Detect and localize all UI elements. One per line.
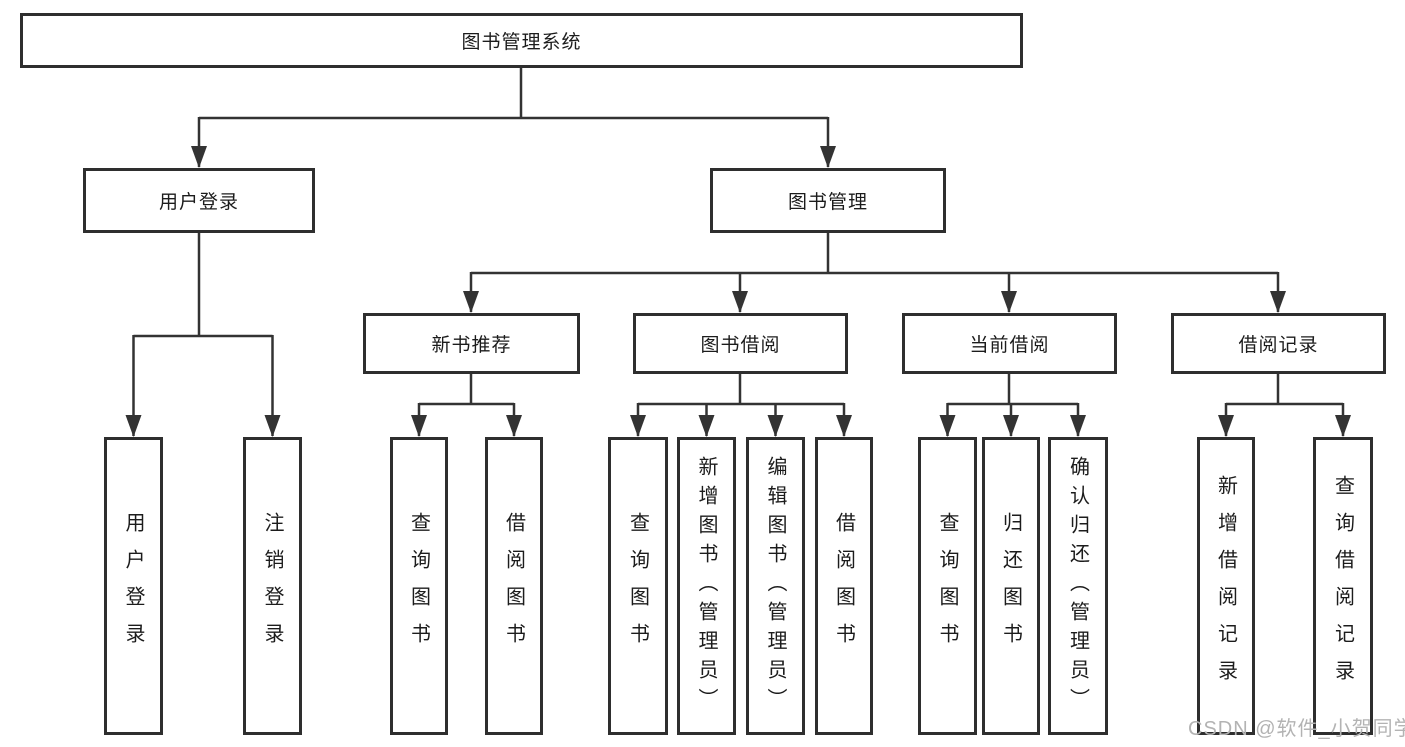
node-label: 图书管理: [787, 192, 868, 213]
leaf-return-books: 归还图书: [982, 437, 1040, 735]
leaf-borrow-books-borrow: 借阅图书: [815, 437, 873, 735]
node-book-management: 图书管理: [710, 168, 946, 233]
node-book-borrowing: 图书借阅: [633, 313, 848, 374]
leaf-label: 归还图书: [999, 512, 1022, 660]
node-label: 图书借阅: [700, 335, 781, 356]
leaf-label: 查询图书: [626, 512, 649, 660]
leaf-label: 借阅图书: [502, 512, 525, 660]
leaf-label: 编辑图书（管理员）: [764, 455, 786, 717]
node-borrowing-records: 借阅记录: [1171, 313, 1386, 374]
node-user-login: 用户登录: [83, 168, 315, 233]
connector-bookmgmt-bus: [471, 233, 1278, 275]
leaf-query-books-borrow: 查询图书: [608, 437, 668, 735]
node-label: 新书推荐: [431, 335, 512, 356]
csdn-watermark: CSDN @软件_小贺同学: [1188, 718, 1405, 740]
leaf-query-books-newbooks: 查询图书: [390, 437, 448, 735]
leaf-edit-books-admin: 编辑图书（管理员）: [746, 437, 805, 735]
connector-borrowrecords-bus: [1226, 374, 1343, 406]
node-current-borrowing: 当前借阅: [902, 313, 1117, 374]
connector-bookborrow-bus: [638, 374, 844, 406]
node-new-book-recommend: 新书推荐: [363, 313, 580, 374]
leaf-label: 查询图书: [936, 512, 958, 660]
leaf-add-books-admin: 新增图书（管理员）: [677, 437, 736, 735]
leaf-borrow-books-newbooks: 借阅图书: [485, 437, 543, 735]
leaf-label: 注销登录: [261, 512, 283, 660]
node-label: 图书管理系统: [461, 32, 582, 53]
leaf-label: 查询图书: [407, 512, 430, 660]
connector-root-bus: [199, 68, 828, 120]
node-root-system: 图书管理系统: [20, 13, 1023, 68]
leaf-label: 借阅图书: [832, 512, 855, 660]
leaf-user-login: 用户登录: [104, 437, 163, 735]
leaf-label: 新增图书（管理员）: [695, 455, 717, 717]
leaf-logout: 注销登录: [243, 437, 302, 735]
leaf-add-borrow-record: 新增借阅记录: [1197, 437, 1255, 735]
connector-currentborrow-bus: [947, 374, 1078, 406]
leaf-label: 用户登录: [122, 512, 144, 660]
leaf-query-borrow-record: 查询借阅记录: [1313, 437, 1373, 735]
node-label: 用户登录: [158, 192, 239, 213]
leaf-query-books-current: 查询图书: [918, 437, 977, 735]
leaf-label: 查询借阅记录: [1331, 475, 1354, 697]
node-label: 当前借阅: [969, 335, 1050, 356]
leaf-label: 确认归还（管理员）: [1066, 455, 1089, 717]
leaf-label: 新增借阅记录: [1214, 475, 1237, 697]
connector-newbooks-bus: [419, 374, 514, 406]
connector-user-bus: [133, 233, 273, 338]
leaf-confirm-return-admin: 确认归还（管理员）: [1048, 437, 1108, 735]
node-label: 借阅记录: [1238, 335, 1319, 356]
